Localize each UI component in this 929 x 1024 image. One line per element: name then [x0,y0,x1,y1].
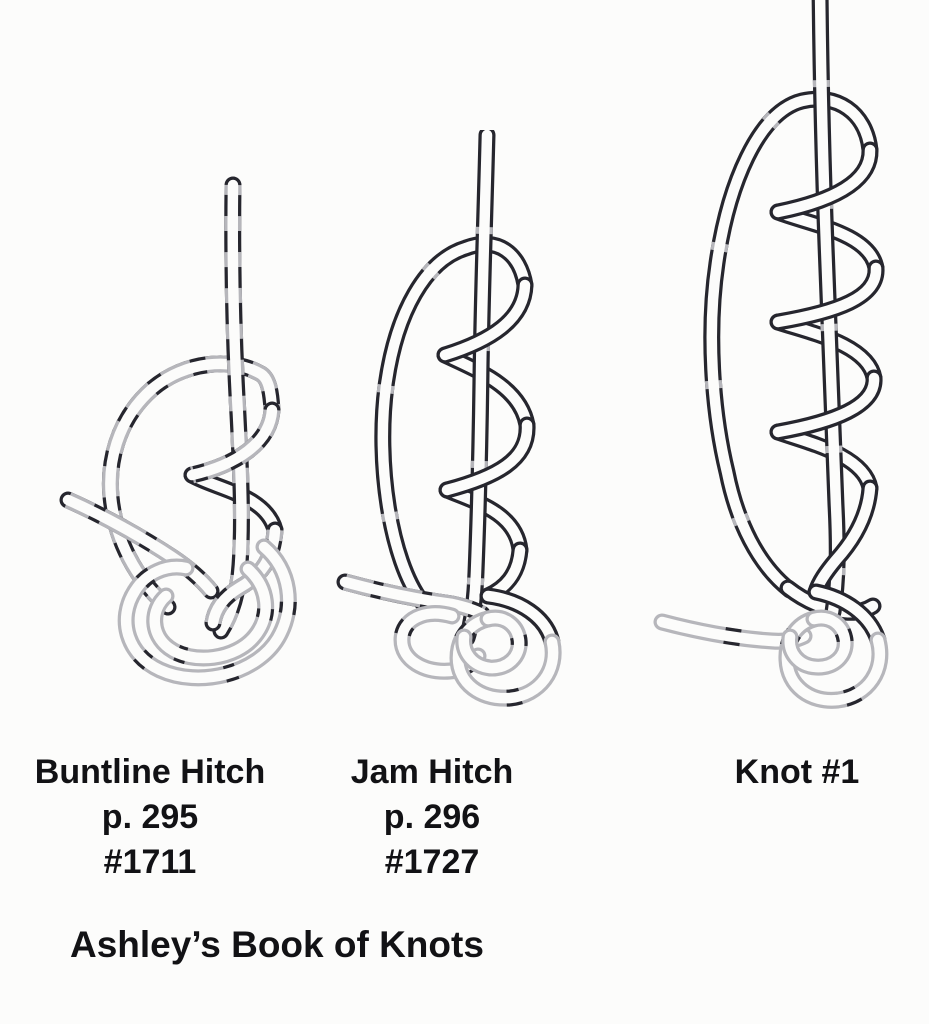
under-wrap-3 [778,432,870,488]
knot-name: Jam Hitch [350,753,514,791]
jam-hitch-illustration [330,130,590,730]
knot-page-ref: p. 295 [101,798,199,836]
knot-number: #1711 [103,843,197,881]
rope-drawing [68,185,288,678]
standing-line [467,135,487,638]
knot-page-ref: p. 296 [383,798,481,836]
knot-1-caption: Knot #1 [722,750,872,795]
knot-name: Knot #1 [734,753,860,791]
knot-name: Buntline Hitch [34,753,266,791]
knot-number: #1727 [384,843,480,881]
jam-hitch-caption: Jam Hitch p. 296 #1727 [332,750,532,885]
rope-drawing [345,135,553,698]
source-title: Ashley’s Book of Knots [70,924,484,965]
standing-line [221,185,241,631]
knot-1-illustration [640,0,920,730]
buntline-hitch-caption: Buntline Hitch p. 295 #1711 [10,750,290,885]
rope-drawing [662,0,880,700]
buntline-hitch-illustration [40,175,320,735]
outer-loop [383,244,525,602]
